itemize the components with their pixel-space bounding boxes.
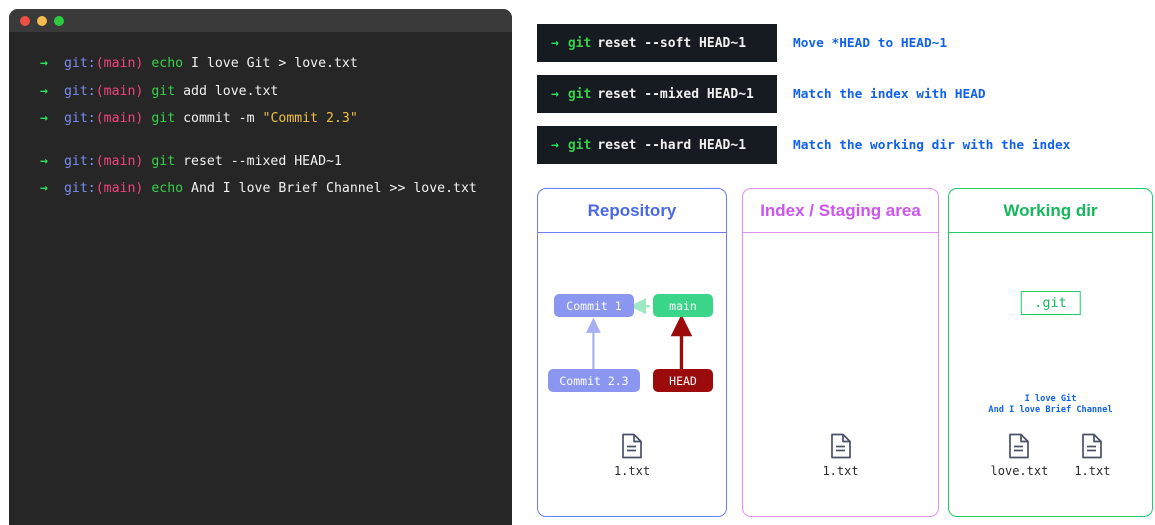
command-git-keyword: git [567, 137, 592, 153]
terminal-tail: love.txt [294, 56, 358, 71]
command-mixed[interactable]: → git reset --mixed HEAD~1 [537, 75, 777, 113]
panel-working-dir: Working dir .git I love Git And I love B… [948, 188, 1153, 517]
terminal-string: "Commit 2.3" [262, 111, 358, 126]
close-button[interactable] [20, 15, 30, 26]
terminal-command: git [151, 153, 176, 169]
prompt-branch: (main) [95, 111, 144, 126]
index-files: 1.txt [743, 433, 938, 478]
terminal-command: git [151, 83, 176, 99]
working-note-line-2: And I love Brief Channel [988, 405, 1113, 415]
terminal-line: → git:(main) echo I love Git > love.txt [40, 50, 512, 78]
git-areas-panels: Repository [535, 188, 1155, 518]
file-label: 1.txt [1074, 464, 1111, 478]
command-git-keyword: git [567, 35, 592, 51]
prompt-arrow-icon: → [40, 56, 48, 71]
prompt-git: git: [63, 56, 96, 71]
panel-index-staging: Index / Staging area 1.txt [742, 188, 939, 517]
terminal-args: I love Git [191, 56, 279, 71]
panel-working-body: .git I love Git And I love Brief Channel [949, 233, 1152, 516]
terminal-line: → git:(main) git reset --mixed HEAD~1 [40, 148, 512, 176]
panel-repository-body: Commit 1 Commit 2.3 main HEAD 1.t [538, 233, 726, 516]
command-mixed-description: Match the index with HEAD [793, 86, 986, 102]
file-icon [1009, 433, 1030, 459]
terminal-titlebar [9, 9, 512, 32]
command-hard[interactable]: → git reset --hard HEAD~1 [537, 126, 777, 164]
prompt-branch: (main) [95, 181, 144, 196]
working-files: love.txt 1.txt [949, 433, 1152, 478]
terminal-command: echo [151, 56, 184, 71]
repository-files: 1.txt [538, 433, 726, 478]
prompt-arrow-icon: → [40, 83, 48, 99]
prompt-branch: (main) [95, 83, 144, 99]
panel-index-title: Index / Staging area [743, 189, 938, 233]
prompt-arrow-icon: → [40, 181, 48, 196]
terminal-window: →git:(main) echo I love Git > love.txt →… [9, 9, 512, 525]
terminal-operator: > [278, 56, 295, 71]
file-icon [1082, 433, 1103, 459]
command-soft[interactable]: → git reset --soft HEAD~1 [537, 24, 777, 62]
command-hard-description: Match the working dir with the index [793, 137, 1071, 153]
terminal-tail: love.txt [413, 181, 477, 196]
terminal-line: → git:(main) git add love.txt [40, 78, 512, 106]
prompt-branch: (main) [95, 153, 144, 169]
terminal-args: reset --mixed HEAD~1 [183, 153, 342, 169]
terminal-body[interactable]: →git:(main) echo I love Git > love.txt →… [18, 32, 512, 525]
panel-repository-title: Repository [538, 189, 726, 233]
command-text: reset --hard HEAD~1 [597, 137, 747, 153]
node-head[interactable]: HEAD [653, 369, 713, 392]
file-icon [830, 433, 851, 459]
prompt-git: git: [63, 83, 96, 99]
git-folder-badge[interactable]: .git [1020, 291, 1081, 315]
terminal-operator: >> [389, 181, 414, 196]
file-icon [622, 433, 642, 459]
terminal-args: And I love Brief Channel [191, 181, 390, 196]
prompt-arrow-icon: → [40, 111, 48, 126]
prompt-arrow-icon: → [551, 86, 559, 102]
file-label: love.txt [990, 464, 1049, 478]
file-item[interactable]: 1.txt [822, 433, 859, 478]
reset-command-list: → git reset --soft HEAD~1 Move *HEAD to HE… [535, 24, 1155, 177]
terminal-args: add love.txt [183, 83, 279, 99]
file-item[interactable]: 1.txt [614, 433, 650, 478]
panel-repository: Repository [537, 188, 727, 517]
prompt-arrow-icon: → [551, 137, 559, 153]
prompt-git: git: [63, 153, 96, 169]
minimize-button[interactable] [37, 15, 47, 26]
prompt-branch: (main) [95, 56, 144, 71]
terminal-command: echo [151, 181, 184, 196]
terminal-line: → git:(main) echo And I love Brief Channe… [40, 175, 512, 203]
file-label: 1.txt [613, 464, 651, 478]
file-item[interactable]: 1.txt [1074, 433, 1110, 478]
terminal-args: commit -m [183, 111, 263, 126]
prompt-git: git: [63, 111, 96, 126]
node-commit-2-3[interactable]: Commit 2.3 [548, 369, 640, 392]
working-file-preview: I love Git And I love Brief Channel [949, 394, 1152, 416]
command-text: reset --soft HEAD~1 [597, 35, 747, 51]
file-label: 1.txt [822, 464, 859, 478]
terminal-line: → git:(main) git commit -m "Commit 2.3" [40, 105, 512, 133]
reset-command-row: → git reset --hard HEAD~1 Match the workin… [535, 126, 1155, 171]
file-item[interactable]: love.txt [990, 433, 1049, 478]
right-column: → git reset --soft HEAD~1 Move *HEAD to HE… [535, 0, 1155, 525]
terminal-command: git [151, 111, 176, 126]
prompt-arrow-icon: → [551, 35, 559, 51]
command-git-keyword: git [567, 86, 592, 102]
panel-index-body: 1.txt [743, 233, 938, 516]
command-text: reset --mixed HEAD~1 [597, 86, 754, 102]
node-branch-main[interactable]: main [653, 294, 713, 317]
prompt-arrow-icon: → [40, 153, 48, 169]
maximize-button[interactable] [54, 15, 64, 26]
prompt-git: git: [63, 181, 96, 196]
panel-working-title: Working dir [949, 189, 1152, 233]
working-note-line-1: I love Git [1024, 394, 1077, 404]
node-commit-1[interactable]: Commit 1 [554, 294, 634, 317]
reset-command-row: → git reset --soft HEAD~1 Move *HEAD to HE… [535, 24, 1155, 69]
reset-command-row: → git reset --mixed HEAD~1 Match the index… [535, 75, 1155, 120]
command-soft-description: Move *HEAD to HEAD~1 [793, 35, 948, 51]
